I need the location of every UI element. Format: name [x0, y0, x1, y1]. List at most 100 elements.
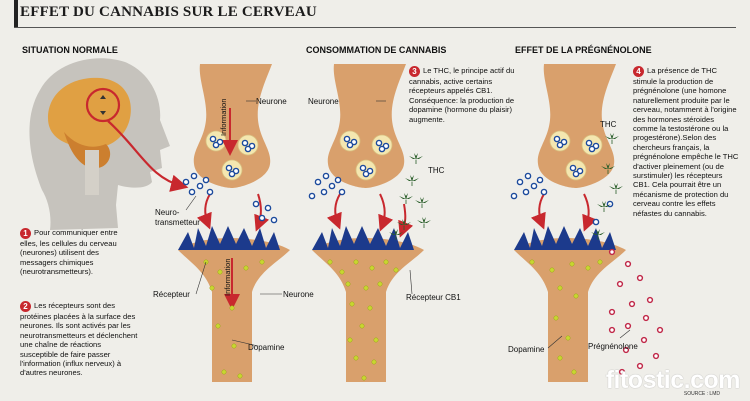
step-2-badge: 2 — [20, 301, 31, 312]
neurotransmitter-dot — [522, 188, 530, 196]
neurotransmitter-dot — [585, 139, 593, 147]
dopamine-dot — [327, 259, 333, 265]
title-rule — [14, 27, 736, 28]
dopamine-dot — [573, 293, 579, 299]
dopamine-dot — [383, 259, 389, 265]
neurotransmitter-dot — [572, 170, 580, 178]
neurotransmitter-dot — [343, 135, 351, 143]
dopamine-dot — [565, 335, 571, 341]
dopamine-dot — [339, 269, 345, 275]
pregnenolone-dot — [616, 280, 624, 288]
neurotransmitter-dot — [375, 139, 383, 147]
dopamine-dot — [349, 301, 355, 307]
pregnenolone-dot — [608, 308, 616, 316]
pregnenolone-dot — [624, 260, 632, 268]
page-title: EFFET DU CANNABIS SUR LE CERVEAU — [20, 4, 317, 20]
neurotransmitter-dot — [516, 178, 524, 186]
dopamine-dot — [557, 355, 563, 361]
neurotransmitter-dot — [556, 141, 564, 149]
thc-leaf-icon — [414, 196, 430, 209]
dopamine-dot — [259, 259, 265, 265]
label-neurone-top-2: Neurone — [308, 97, 339, 106]
dopamine-dot — [231, 343, 237, 349]
source-credit: SOURCE : LMD — [683, 391, 720, 397]
step-1-badge: 1 — [20, 228, 31, 239]
neurotransmitter-dot — [359, 164, 367, 172]
neurotransmitter-dot — [524, 172, 532, 180]
thc-leaf-icon — [608, 182, 624, 195]
dopamine-dot — [557, 285, 563, 291]
neurotransmitter-dot — [536, 176, 544, 184]
dopamine-dot — [237, 373, 243, 379]
neurotransmitter-dot — [314, 178, 322, 186]
pregnenolone-dot — [624, 322, 632, 330]
step-3-body: Le THC, le principe actif du cannabis, a… — [409, 66, 515, 124]
label-thc-1: THC — [428, 166, 445, 175]
panel-normal — [178, 64, 290, 382]
dopamine-dot — [361, 375, 367, 381]
section-normal-heading: SITUATION NORMALE — [22, 45, 118, 55]
pregnenolone-dot — [656, 326, 664, 334]
neurotransmitter-dot — [252, 200, 260, 208]
dopamine-dot — [347, 337, 353, 343]
step-1-body: Pour communiquer entre elles, les cellul… — [20, 228, 118, 277]
neurotransmitter-dot — [588, 145, 596, 153]
neurotransmitter-dot — [338, 188, 346, 196]
neurotransmitter-dot — [270, 216, 278, 224]
neurotransmitter-dot — [569, 164, 577, 172]
label-thc-2: THC — [600, 120, 617, 129]
dopamine-dot — [217, 269, 223, 275]
watermark: fitostic.com — [605, 366, 741, 394]
thc-leaf-icon — [408, 152, 424, 165]
neurotransmitter-dot — [378, 145, 386, 153]
neurotransmitter-dot — [328, 182, 336, 190]
neurotransmitter-dot — [188, 188, 196, 196]
label-pregnenolone: Prégnénolone — [588, 342, 638, 351]
label-neurone-top-1: Neurone — [256, 97, 287, 106]
neurotransmitter-dot — [320, 188, 328, 196]
label-neurotransmetteur: Neuro- transmetteur — [155, 208, 200, 227]
neurotransmitter-dot — [241, 139, 249, 147]
neurotransmitter-dot — [206, 188, 214, 196]
step-2-body: Les récepteurs sont des protéines placée… — [20, 301, 138, 378]
dopamine-dot — [393, 267, 399, 273]
dopamine-dot — [371, 359, 377, 365]
neurotransmitter-dot — [190, 172, 198, 180]
neurotransmitter-dot — [346, 141, 354, 149]
section-pregnenolone-heading: EFFET DE LA PRÉGNÉNOLONE — [515, 45, 652, 55]
step-3-badge: 3 — [409, 66, 420, 77]
neurotransmitter-dot — [592, 218, 600, 226]
neurotransmitter-dot — [530, 182, 538, 190]
information-label-top: Information — [219, 98, 228, 136]
zoom-arrow — [107, 120, 189, 192]
dopamine-dot — [359, 323, 365, 329]
label-recepteur-cb1: Récepteur CB1 — [406, 293, 461, 302]
dopamine-dot — [373, 337, 379, 343]
neurotransmitter-dot — [553, 135, 561, 143]
pregnenolone-dot — [642, 314, 650, 322]
pregnenolone-dot — [608, 326, 616, 334]
dopamine-dot — [377, 281, 383, 287]
dopamine-dot — [553, 315, 559, 321]
pregnenolone-dot — [652, 352, 660, 360]
neurotransmitter-dot — [225, 164, 233, 172]
dopamine-dot — [367, 305, 373, 311]
neurotransmitter-dot — [196, 182, 204, 190]
neurotransmitter-dot — [212, 141, 220, 149]
neurotransmitter-dot — [209, 135, 217, 143]
panel-pregnenolone — [514, 64, 626, 382]
pregnenolone-dot — [640, 336, 648, 344]
head-illustration — [29, 58, 171, 231]
dopamine-dot — [549, 267, 555, 273]
neurotransmitter-dot — [258, 214, 266, 222]
neurotransmitter-dot — [540, 188, 548, 196]
neurotransmitter-dot — [308, 192, 316, 200]
dopamine-dot — [597, 259, 603, 265]
label-neurone-bottom: Neurone — [283, 290, 314, 299]
thc-leaf-icon — [398, 192, 414, 205]
step-4-badge: 4 — [633, 66, 644, 77]
